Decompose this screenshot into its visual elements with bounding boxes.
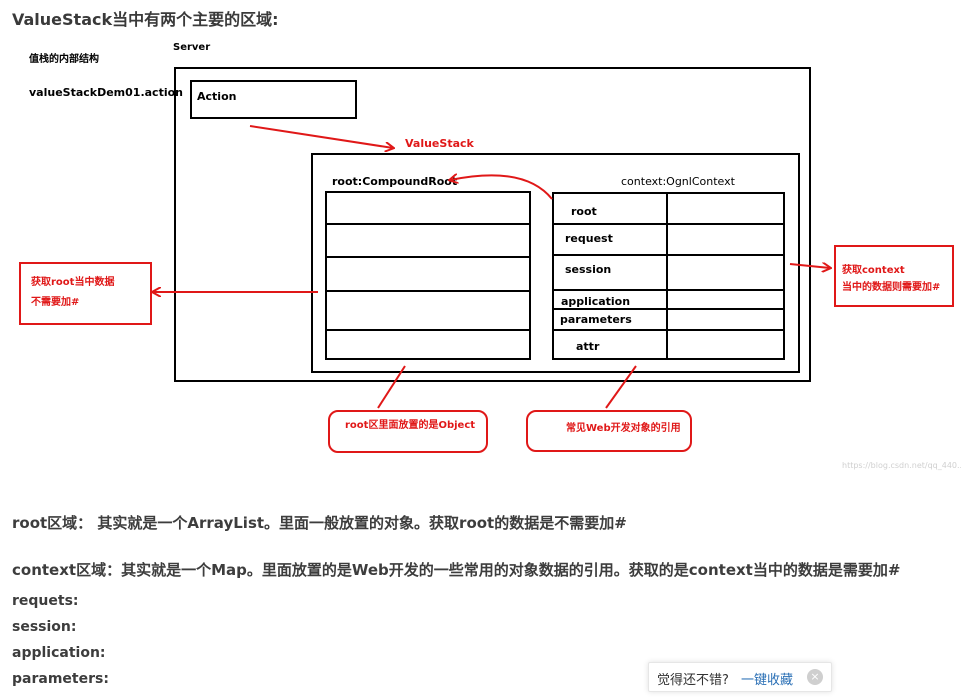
root-stack bbox=[325, 191, 531, 360]
context-map-row-divider bbox=[552, 308, 784, 310]
root-stack-divider bbox=[325, 290, 530, 292]
arrow-action-to-valuestack bbox=[249, 125, 393, 148]
context-map-row-divider bbox=[552, 254, 784, 256]
right-note-line2: 当中的数据则需要加# bbox=[842, 282, 941, 293]
root-stack-divider bbox=[325, 223, 530, 225]
context-map-column-divider bbox=[666, 192, 668, 360]
context-map-row-divider bbox=[552, 289, 784, 291]
arrow-root-bubble bbox=[377, 365, 406, 409]
left-note-line2: 不需要加# bbox=[31, 297, 80, 308]
annotation-arrows bbox=[0, 125, 961, 409]
arrow-context-bubble bbox=[605, 365, 637, 409]
context-map-row-divider bbox=[552, 223, 784, 225]
context-row-request: request bbox=[565, 232, 613, 245]
left-note-line1: 获取root当中数据 bbox=[31, 277, 115, 288]
list-item-session: session: bbox=[12, 619, 77, 635]
context-bubble-text: 常见Web开发对象的引用 bbox=[566, 423, 681, 434]
root-label: root:CompoundRoot bbox=[332, 175, 458, 188]
root-bubble-text: root区里面放置的是Object bbox=[345, 420, 476, 431]
context-row-attr: attr bbox=[576, 340, 600, 353]
valuestack-box bbox=[311, 153, 800, 373]
action-url-label: valueStackDem01.action bbox=[29, 86, 183, 99]
action-box-label: Action bbox=[197, 90, 237, 103]
context-row-parameters: parameters bbox=[560, 313, 632, 326]
context-row-root: root bbox=[571, 205, 597, 218]
context-row-application: application bbox=[561, 295, 631, 308]
page-heading: ValueStack当中有两个主要的区域: bbox=[12, 10, 279, 29]
watermark: https://blog.csdn.net/qq_440... bbox=[842, 461, 961, 470]
context-label: context:OgnlContext bbox=[621, 175, 735, 188]
list-item-application: application: bbox=[12, 645, 106, 661]
arrow-context-to-root bbox=[450, 175, 553, 200]
context-bubble: 常见Web开发对象的引用 bbox=[526, 410, 692, 452]
action-box: Action bbox=[190, 80, 357, 119]
valuestack-label: ValueStack bbox=[405, 137, 474, 150]
context-row-session: session bbox=[565, 263, 612, 276]
list-item-parameters: parameters: bbox=[12, 671, 109, 687]
right-note-box: 获取context 当中的数据则需要加# bbox=[834, 245, 954, 307]
root-stack-divider bbox=[325, 329, 530, 331]
root-bubble: root区里面放置的是Object bbox=[328, 410, 488, 453]
root-area-paragraph: root区域： 其实就是一个ArrayList。里面一般放置的对象。获取root… bbox=[12, 514, 627, 532]
server-label: Server bbox=[173, 42, 211, 53]
root-stack-divider bbox=[325, 256, 530, 258]
inner-structure-label: 值栈的内部结构 bbox=[29, 54, 99, 65]
arrow-context-to-right-note bbox=[789, 264, 830, 268]
context-map-row-divider bbox=[552, 329, 784, 331]
list-item-requets: requets: bbox=[12, 593, 79, 609]
close-icon[interactable]: × bbox=[807, 669, 823, 685]
collect-prompt-bar: 觉得还不错? 一键收藏 × bbox=[648, 662, 832, 692]
right-note-line1: 获取context bbox=[842, 265, 905, 276]
context-area-paragraph: context区域：其实就是一个Map。里面放置的是Web开发的一些常用的对象数… bbox=[12, 561, 901, 579]
context-map-table bbox=[552, 192, 785, 360]
collect-prompt-text: 觉得还不错? bbox=[657, 673, 729, 688]
server-box bbox=[174, 67, 811, 382]
collect-link[interactable]: 一键收藏 bbox=[741, 673, 794, 688]
